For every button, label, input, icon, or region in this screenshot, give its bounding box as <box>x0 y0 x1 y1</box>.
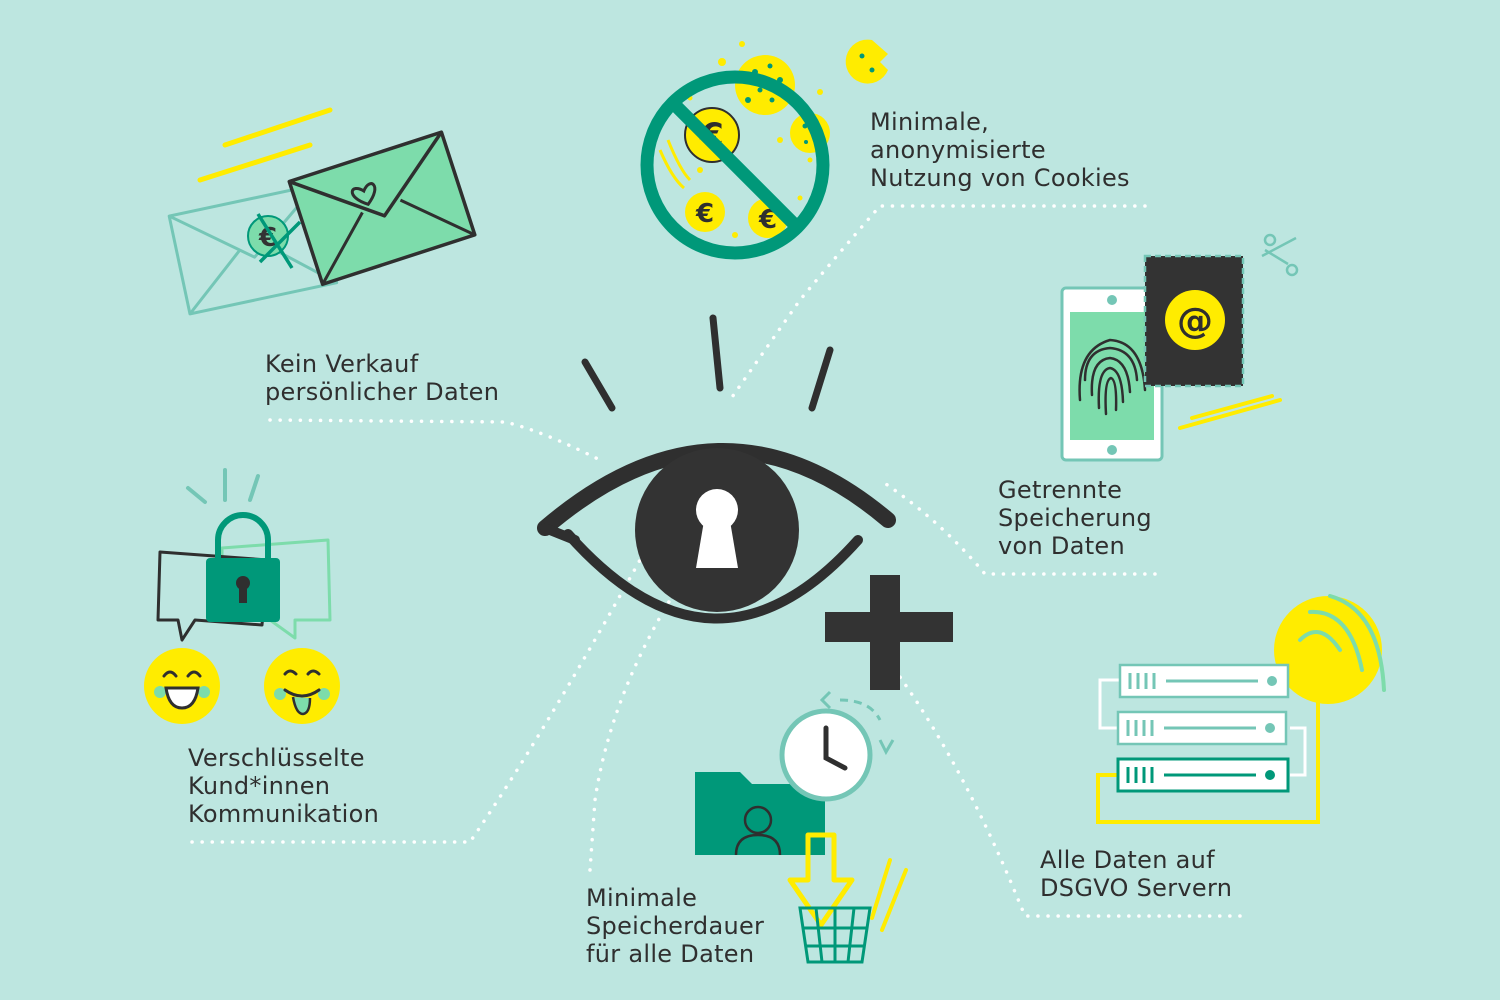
tongue-emoji-icon <box>264 648 340 724</box>
label-no-sale: Kein Verkauf persönlicher Daten <box>265 350 499 406</box>
label-line: Speicherdauer <box>586 912 765 940</box>
label-line: Getrennte <box>998 476 1123 504</box>
connector-dsgvo <box>878 648 1242 918</box>
connector-retention <box>588 598 672 872</box>
laughing-emoji-icon <box>144 648 220 724</box>
label-dsgvo: Alle Daten auf DSGVO Servern <box>1040 846 1232 902</box>
label-line: Speicherung <box>998 504 1152 532</box>
label-line: Minimale <box>586 884 698 912</box>
euro-coin-text: € <box>758 205 777 235</box>
connector-separate-storage <box>878 478 1157 576</box>
label-line: Verschlüsselte <box>188 744 365 772</box>
label-encrypted: Verschlüsselte Kund*innen Kommunikation <box>188 744 379 828</box>
euro-coin-text: € <box>695 199 714 229</box>
plus-icon <box>825 575 953 690</box>
phone-fingerprint-icon: @ <box>1060 233 1299 462</box>
clock-folder-trash-icon <box>695 690 908 964</box>
label-line: Kund*innen <box>188 772 331 800</box>
label-line: Minimale, <box>870 108 990 136</box>
at-sign-text: @ <box>1177 301 1213 342</box>
padlock-chat-icon <box>144 468 340 724</box>
label-line: anonymisierte <box>870 136 1046 164</box>
label-line: von Daten <box>998 532 1126 560</box>
connector-no-sale <box>268 418 602 462</box>
label-line: für alle Daten <box>586 940 755 968</box>
envelope-icon: € <box>167 107 477 316</box>
euro-coin-text: € <box>258 223 277 253</box>
label-line: DSGVO Servern <box>1040 874 1233 902</box>
label-line: Kein Verkauf <box>265 350 419 378</box>
label-line: Alle Daten auf <box>1040 846 1215 874</box>
connector-encrypted <box>190 558 642 844</box>
scissors-icon <box>1261 233 1299 277</box>
label-line: persönlicher Daten <box>265 378 500 406</box>
label-line: Nutzung von Cookies <box>870 164 1130 192</box>
label-cookies: Minimale, anonymisierte Nutzung von Cook… <box>870 108 1130 192</box>
connector-lines <box>190 204 1242 918</box>
label-separate-storage: Getrennte Speicherung von Daten <box>998 476 1152 560</box>
no-cookies-icon: € € € <box>640 39 888 260</box>
eye-keyhole-icon <box>537 314 953 690</box>
label-line: Kommunikation <box>188 800 380 828</box>
label-retention: Minimale Speicherdauer für alle Daten <box>586 884 764 968</box>
server-icon <box>1096 594 1386 824</box>
